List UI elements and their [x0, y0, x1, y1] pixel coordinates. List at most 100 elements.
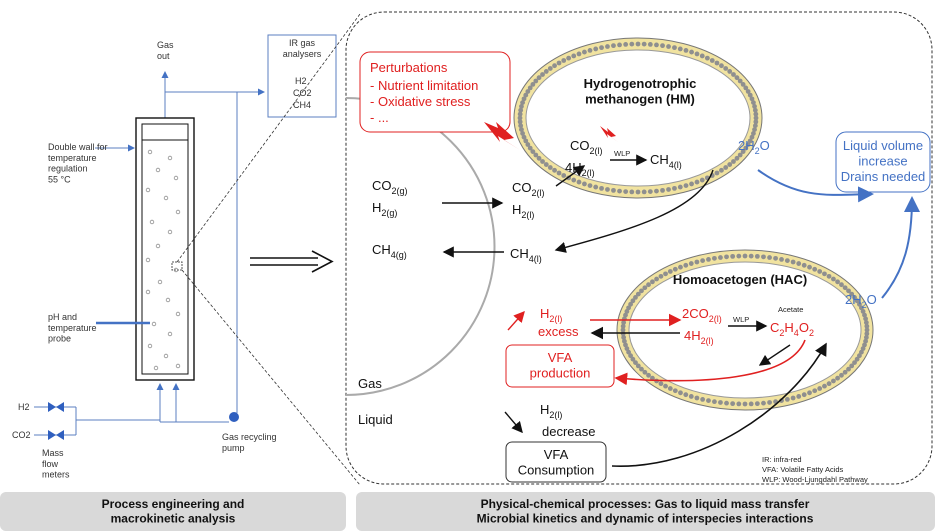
- membrane-bead: [547, 165, 553, 170]
- membrane-bead: [617, 188, 622, 194]
- bubble: [165, 297, 171, 303]
- membrane-bead: [605, 44, 610, 49]
- membrane-bead: [767, 255, 772, 260]
- membrane-bead: [561, 58, 567, 63]
- membrane-bead: [623, 42, 629, 47]
- membrane-bead: [593, 46, 599, 52]
- h2-decrease-label: decrease: [542, 424, 595, 439]
- hac-water-arrow: [881, 196, 920, 299]
- bubble: [175, 311, 181, 317]
- membrane-bead: [624, 346, 630, 351]
- membrane-bead: [854, 298, 860, 304]
- hm-water-arrow: [757, 169, 874, 203]
- membrane-bead: [718, 400, 723, 405]
- membrane-bead: [517, 119, 523, 125]
- membrane-bead: [663, 271, 668, 277]
- membrane-bead: [752, 104, 757, 109]
- membrane-bead: [864, 331, 870, 337]
- membrane-bead: [654, 188, 659, 194]
- membrane-bead: [654, 42, 659, 48]
- membrane-bead: [530, 82, 536, 87]
- zoom-line-top: [176, 13, 361, 263]
- zoom-line-bottom: [181, 269, 361, 486]
- ir-gas-ch4: CH4: [293, 100, 311, 110]
- membrane-bead: [842, 369, 848, 375]
- membrane-bead: [626, 305, 631, 311]
- membrane-bead: [571, 177, 577, 183]
- membrane-bead: [566, 55, 572, 61]
- membrane-bead: [552, 167, 557, 173]
- bubble: [147, 343, 153, 349]
- bubble: [145, 187, 151, 193]
- membrane-bead: [647, 42, 653, 47]
- membrane-bead: [862, 312, 867, 318]
- membrane-bead: [747, 92, 753, 98]
- membrane-bead: [749, 96, 755, 102]
- membrane-bead: [730, 253, 736, 259]
- membrane-bead: [617, 42, 622, 48]
- membrane-bead: [700, 258, 706, 264]
- membrane-bead: [660, 187, 665, 193]
- membrane-bead: [740, 82, 746, 87]
- membrane-bead: [540, 72, 545, 77]
- bubble: [163, 195, 169, 201]
- membrane-bead: [630, 298, 636, 304]
- membrane-bead: [666, 44, 671, 49]
- membrane-bead: [576, 51, 582, 57]
- membrane-bead: [518, 123, 524, 129]
- perturbation-1: - Nutrient limitation: [370, 78, 478, 93]
- membrane-bead: [547, 66, 553, 71]
- membrane-bead: [517, 111, 523, 117]
- membrane-bead: [784, 258, 790, 264]
- membrane-bead: [745, 89, 751, 94]
- bubble: [167, 155, 173, 161]
- membrane-bead: [784, 396, 790, 402]
- membrane-bead: [862, 342, 867, 348]
- footer-right-box: [356, 492, 935, 531]
- membrane-bead: [839, 282, 844, 288]
- hm-water: 2H2O: [738, 138, 770, 156]
- membrane-bead: [635, 363, 641, 369]
- membrane-bead: [727, 69, 733, 74]
- membrane-bead: [677, 184, 683, 190]
- membrane-bead: [826, 273, 832, 279]
- membrane-bead: [749, 134, 755, 140]
- vfa-production-arrow: [614, 339, 806, 386]
- ch4-release-arrow: [554, 169, 714, 253]
- membrane-bead: [860, 309, 866, 314]
- membrane-bead: [672, 45, 677, 51]
- membrane-bead: [521, 96, 527, 102]
- membrane-bead: [817, 269, 823, 274]
- membrane-bead: [731, 72, 736, 77]
- membrane-bead: [747, 138, 753, 144]
- membrane-bead: [672, 388, 678, 394]
- membrane-bead: [629, 41, 635, 47]
- membrane-bead: [689, 49, 694, 55]
- membrane-bead: [520, 130, 525, 136]
- membrane-bead: [543, 162, 549, 167]
- membrane-bead: [605, 187, 610, 192]
- bubble: [173, 267, 179, 273]
- hac-water: 2H2O: [845, 292, 877, 310]
- membrane-bead: [754, 401, 760, 407]
- membrane-bead: [863, 320, 869, 325]
- membrane-bead: [699, 53, 705, 59]
- membrane-bead: [647, 189, 653, 194]
- membrane-bead: [633, 295, 638, 300]
- membrane-bead: [699, 177, 705, 183]
- membrane-bead: [683, 183, 689, 189]
- membrane-bead: [633, 360, 638, 365]
- membrane-bead: [628, 353, 633, 359]
- membrane-bead: [822, 383, 827, 389]
- membrane-bead: [622, 338, 627, 344]
- membrane-bead: [723, 66, 729, 71]
- membrane-bead: [694, 179, 700, 185]
- membrane-bead: [752, 107, 758, 113]
- membrane-bead: [620, 323, 626, 329]
- co2-valve-icon: [48, 430, 64, 440]
- bubble: [147, 149, 153, 155]
- membrane-bead: [582, 49, 587, 55]
